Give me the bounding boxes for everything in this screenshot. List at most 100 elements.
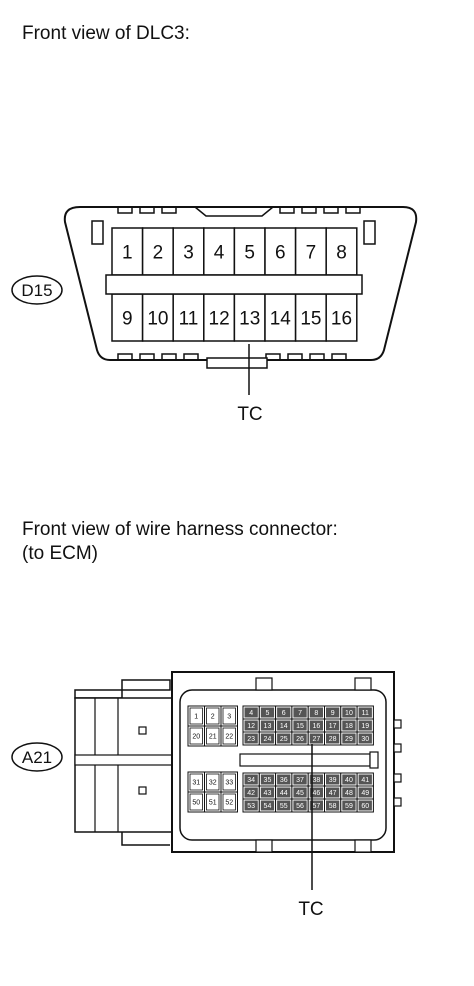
ecm-pin-label: 14 [280, 723, 288, 730]
ecm-pin-label: 32 [209, 780, 217, 787]
ecm-pin-label: 13 [264, 723, 272, 730]
dlc3-pin-1 [111, 227, 144, 276]
dlc3-tc-label: TC [237, 404, 262, 425]
dlc3-pin-2 [141, 227, 174, 276]
ecm-pin-label: 33 [225, 780, 233, 787]
ecm-pin-fill [244, 800, 258, 811]
ecm-pin-fill [309, 800, 323, 811]
top-key-notch [194, 206, 274, 217]
dlc3-pin-label: 10 [147, 309, 168, 330]
ecm-pin-label: 51 [209, 800, 217, 807]
dlc3-pin-label: 8 [336, 243, 347, 264]
ecm-pin-label: 41 [361, 777, 369, 784]
ecm-pin-label: 53 [247, 803, 255, 810]
dlc3-pin-4 [203, 227, 236, 276]
ecm-pin-fill [358, 774, 372, 785]
ecm-pin-label: 49 [361, 790, 369, 797]
bottom-serration [117, 353, 347, 360]
dlc3-pin-label: 4 [214, 243, 225, 264]
ecm-pin-fill [244, 720, 258, 731]
ecm-center-separator [239, 753, 371, 767]
ecm-pin-fill [293, 733, 307, 744]
ecm-pin-fill [244, 787, 258, 798]
ecm-pin-fill [309, 720, 323, 731]
ecm-rear-rib [74, 754, 176, 766]
ecm-pin-label: 27 [312, 736, 320, 743]
dlc3-pin-5 [233, 227, 266, 276]
ecm-pin-fill [293, 800, 307, 811]
ecm-pin-label: 12 [247, 723, 255, 730]
ecm-pin-fill [309, 787, 323, 798]
ecm-pin-fill [260, 800, 275, 811]
ecm-pin-label: 55 [280, 803, 288, 810]
right-guide-mark [363, 220, 376, 245]
ecm-pin-fill [244, 733, 258, 744]
ecm-pin-label: 44 [280, 790, 288, 797]
top-serration [117, 207, 361, 214]
dlc3-connector-id-tag: D15 [11, 275, 63, 305]
ecm-pin-label: 60 [361, 803, 369, 810]
dlc3-pin-6 [264, 227, 297, 276]
ecm-pin-52 [220, 791, 238, 813]
ecm-pin-label: 50 [192, 800, 200, 807]
ecm-caption-line-1: Front view of wire harness connector: [22, 519, 338, 540]
ecm-pin-label: 21 [209, 734, 217, 741]
ecm-pin-label: 58 [329, 803, 337, 810]
dlc3-pin-12 [203, 293, 236, 342]
center-divider-bar [105, 274, 363, 295]
ecm-connector-caption: Front view of wire harness connector: (t… [22, 518, 338, 566]
dlc3-pin-label: 16 [331, 309, 352, 330]
ecm-pin-fill [260, 707, 275, 718]
dlc3-caption: Front view of DLC3: [22, 23, 190, 44]
ecm-pin-fill [309, 733, 323, 744]
dlc3-pin-13 [233, 293, 266, 342]
ecm-pin-label: 18 [345, 723, 353, 730]
ecm-pin-label: 30 [361, 736, 369, 743]
ecm-pin-fill [293, 707, 307, 718]
ecm-pin-label: 45 [296, 790, 304, 797]
ecm-pin-label: 26 [296, 736, 304, 743]
ecm-pin-fill [358, 733, 372, 744]
ecm-pin-label: 5 [265, 710, 269, 717]
dlc3-pin-7 [294, 227, 327, 276]
ecm-pin-label: 56 [296, 803, 304, 810]
bottom-latch [206, 357, 268, 369]
ecm-connector-id-tag: A21 [11, 742, 63, 772]
ecm-pin-label: 9 [331, 710, 335, 717]
ecm-pin-fill [277, 800, 291, 811]
ecm-pin-fill [342, 720, 356, 731]
ecm-pin-fill [326, 800, 340, 811]
dlc3-pin-label: 13 [239, 309, 260, 330]
dlc3-pin-label: 5 [244, 243, 255, 264]
ecm-pin-label: 29 [345, 736, 353, 743]
ecm-pin-label: 34 [247, 777, 255, 784]
ecm-pin-label: 17 [329, 723, 337, 730]
ecm-pin-fill [277, 787, 291, 798]
ecm-pin-fill [309, 774, 323, 785]
ecm-pin-fill [260, 733, 275, 744]
dlc3-pin-label: 15 [300, 309, 321, 330]
ecm-pin-label: 3 [227, 714, 231, 721]
dlc3-pin-15 [294, 293, 327, 342]
ecm-pin-label: 7 [298, 710, 302, 717]
ecm-pin-label: 38 [312, 777, 320, 784]
ecm-pin-label: 23 [247, 736, 255, 743]
ecm-pin-label: 6 [282, 710, 286, 717]
ecm-pin-label: 59 [345, 803, 353, 810]
ecm-pin-inner [222, 707, 236, 725]
ecm-pin-inner [222, 727, 236, 745]
ecm-pin-fill [358, 800, 372, 811]
ecm-pin-label: 46 [312, 790, 320, 797]
ecm-pin-label: 47 [329, 790, 337, 797]
ecm-pin-label: 28 [329, 736, 337, 743]
ecm-pin-label: 19 [361, 723, 369, 730]
ecm-pin-label: 43 [264, 790, 272, 797]
dlc3-pin-16 [325, 293, 358, 342]
ecm-pin-label: 31 [192, 780, 200, 787]
dlc3-pin-label: 14 [270, 309, 292, 330]
ecm-pin-fill [342, 774, 356, 785]
dlc3-pin-label: 6 [275, 243, 286, 264]
